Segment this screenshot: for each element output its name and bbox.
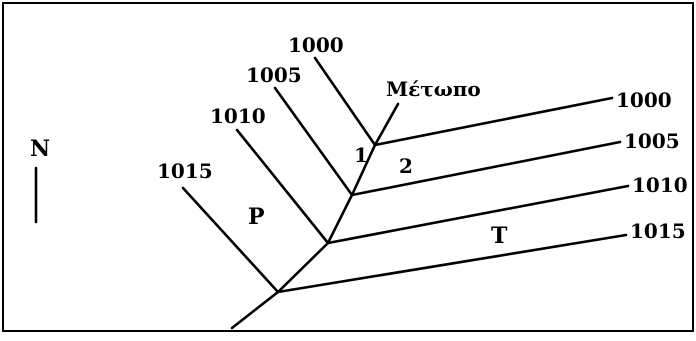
isobar-right-label-1000: 1000 [616, 88, 672, 112]
isobar-right-label-1005: 1005 [624, 129, 680, 153]
region-label-p: P [248, 204, 265, 230]
isobar-left-1010 [235, 128, 330, 245]
isobar-right-1005 [350, 140, 622, 197]
front-line [230, 102, 400, 330]
isobar-left-label-1010: 1010 [210, 104, 266, 128]
north-label: N [30, 136, 50, 162]
isobar-left-1005 [273, 86, 354, 197]
isobar-left-1015 [181, 186, 280, 294]
region-label-t: T [491, 223, 508, 249]
isobar-right-1000 [373, 96, 614, 147]
isobar-left-label-1005: 1005 [246, 63, 302, 87]
isobar-right-1010 [326, 184, 630, 245]
region-label-1: 1 [354, 143, 368, 167]
isobar-right-label-1015: 1015 [630, 219, 686, 243]
isobar-right-1015 [276, 233, 628, 294]
diagram-border [2, 2, 694, 332]
isobar-left-1000 [313, 56, 377, 147]
region-label-2: 2 [399, 154, 413, 178]
front-label: Μέτωπο [386, 77, 481, 101]
isobar-left-label-1015: 1015 [157, 159, 213, 183]
isobar-left-label-1000: 1000 [288, 33, 344, 57]
isobar-right-label-1010: 1010 [632, 173, 688, 197]
